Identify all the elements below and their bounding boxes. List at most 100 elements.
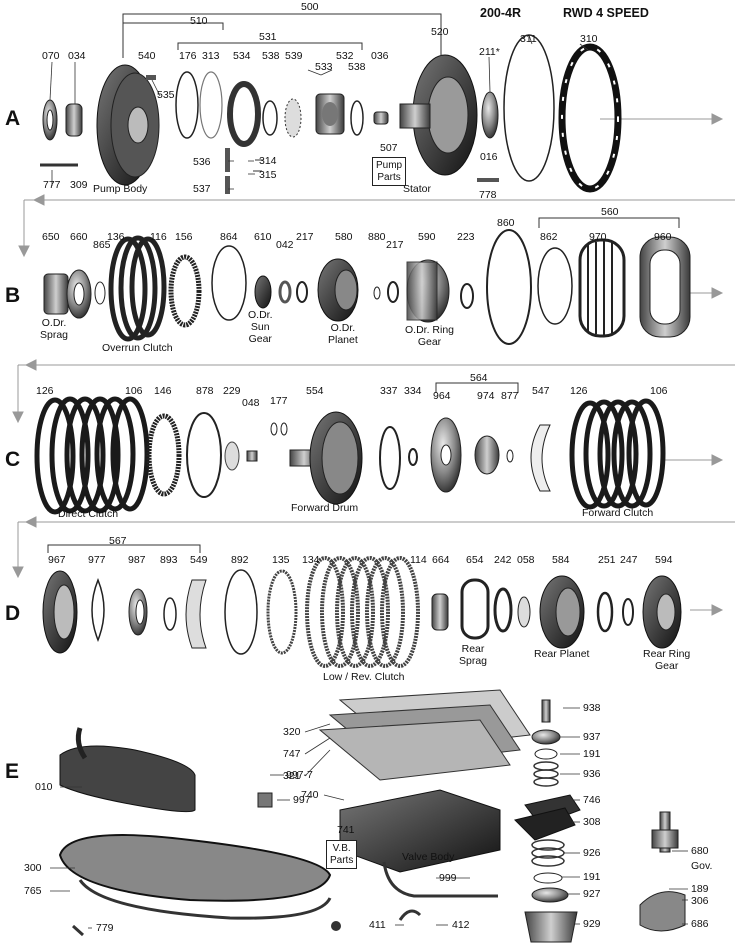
part-number: 306 — [691, 895, 709, 907]
part-number: 660 — [70, 231, 88, 243]
part-number: 532 — [336, 50, 354, 62]
part-number: 970 — [589, 231, 607, 243]
caption-low-rev-clutch: Low / Rev. Clutch — [323, 671, 405, 683]
caption-line: Rear — [461, 643, 485, 655]
part-number: 741 — [337, 824, 355, 836]
part-number: 987 — [128, 554, 146, 566]
part-number: 538 — [262, 50, 280, 62]
part-number: 313 — [202, 50, 220, 62]
part-number: 590 — [418, 231, 436, 243]
part-number: 779 — [96, 922, 114, 934]
part-number: 564 — [470, 372, 488, 384]
caption-line: Sun — [250, 321, 270, 334]
caption-forward-clutch: Forward Clutch — [582, 507, 654, 519]
part-number: 865 — [93, 239, 111, 251]
caption-gov: Gov. — [691, 860, 713, 872]
part-number: 878 — [196, 385, 214, 397]
part-number: 937 — [583, 731, 601, 743]
row-b-parts — [43, 229, 691, 345]
part-number: 156 — [175, 231, 193, 243]
row-label-e: E — [5, 760, 20, 783]
part-number: 116 — [150, 231, 167, 243]
part-number: 967 — [48, 554, 66, 566]
pump-parts-line: Parts — [377, 171, 401, 183]
part-number: 189 — [691, 883, 709, 895]
part-number: 740 — [301, 789, 319, 801]
row-a-parts — [40, 34, 622, 194]
caption-line: Sprag — [459, 655, 488, 668]
part-number: 126 — [36, 385, 54, 397]
part-number: 048 — [242, 397, 260, 409]
caption-line: O.Dr. — [248, 309, 273, 321]
part-number: 176 — [179, 50, 197, 62]
part-number: 146 — [154, 385, 172, 397]
part-number: 534 — [233, 50, 251, 62]
caption-valve-body: Valve Body — [402, 851, 455, 863]
part-number: 036 — [371, 50, 389, 62]
part-number: 536 — [193, 156, 211, 168]
part-number: 247 — [620, 554, 638, 566]
part-number: 309 — [70, 179, 88, 191]
caption-forward-drum: Forward Drum — [291, 502, 359, 514]
part-number: 135 — [272, 554, 290, 566]
part-number: 974 — [477, 390, 495, 402]
group-brackets — [47, 13, 680, 553]
part-number: 535 — [157, 89, 175, 101]
part-number: 315 — [259, 169, 277, 181]
part-number: 251 — [598, 554, 616, 566]
part-number: 560 — [601, 206, 619, 218]
leader-lines — [49, 34, 688, 929]
caption-rear-sprag: Rear Sprag — [459, 643, 487, 667]
caption-rear-ring-gear: Rear Ring Gear — [643, 648, 690, 672]
row-label-d: D — [5, 602, 21, 625]
part-number: 217 — [296, 231, 314, 243]
caption-pump-body: Pump Body — [93, 183, 148, 195]
part-number: 211* — [479, 46, 500, 58]
part-number: 877 — [501, 390, 519, 402]
part-number: 580 — [335, 231, 353, 243]
part-number: 114 — [410, 554, 427, 566]
caption-overrun-clutch: Overrun Clutch — [102, 342, 173, 354]
part-number: 567 — [109, 535, 127, 547]
caption-line: Rear Ring — [643, 648, 691, 660]
caption-odr-sprag: O.Dr. Sprag — [40, 317, 68, 341]
part-number: 746 — [583, 794, 601, 806]
caption-line: Gear — [248, 333, 272, 346]
caption-line: O.Dr. — [330, 322, 356, 334]
part-number: 664 — [432, 554, 450, 566]
part-number: 999 — [439, 872, 457, 884]
part-number: 034 — [68, 50, 86, 62]
part-number: 938 — [583, 702, 601, 714]
part-number: 500 — [301, 1, 319, 13]
vb-parts-line: V.B. — [332, 843, 351, 854]
part-number: 610 — [254, 231, 272, 243]
part-number: 520 — [431, 26, 449, 38]
part-number: 547 — [532, 385, 550, 397]
vb-parts-box: V.B. Parts — [326, 840, 358, 869]
part-number: 412 — [452, 919, 470, 931]
part-number: 997 — [293, 794, 311, 806]
part-number: 106 — [125, 385, 143, 397]
vb-parts-line: Parts — [330, 854, 354, 866]
caption-line: Sprag — [40, 329, 69, 342]
part-number: 778 — [479, 189, 497, 201]
part-number: 926 — [583, 847, 601, 859]
row-e-parts — [58, 689, 686, 943]
part-number: 765 — [24, 885, 42, 897]
part-number: 191 — [583, 871, 601, 883]
caption-stator: Stator — [403, 183, 432, 195]
part-number: 747 — [283, 748, 301, 760]
caption-rear-planet: Rear Planet — [534, 648, 590, 660]
part-number: 777 — [43, 179, 61, 191]
part-number: 892 — [231, 554, 249, 566]
part-number: 217 — [386, 239, 404, 251]
part-number: 229 — [223, 385, 241, 397]
part-number: 936 — [583, 768, 601, 780]
part-number: 538 — [348, 61, 366, 73]
part-number: 964 — [433, 390, 451, 402]
part-number: 540 — [138, 50, 156, 62]
part-number: 533 — [315, 61, 333, 73]
row-label-a: A — [5, 107, 21, 130]
part-number: 960 — [654, 231, 672, 243]
